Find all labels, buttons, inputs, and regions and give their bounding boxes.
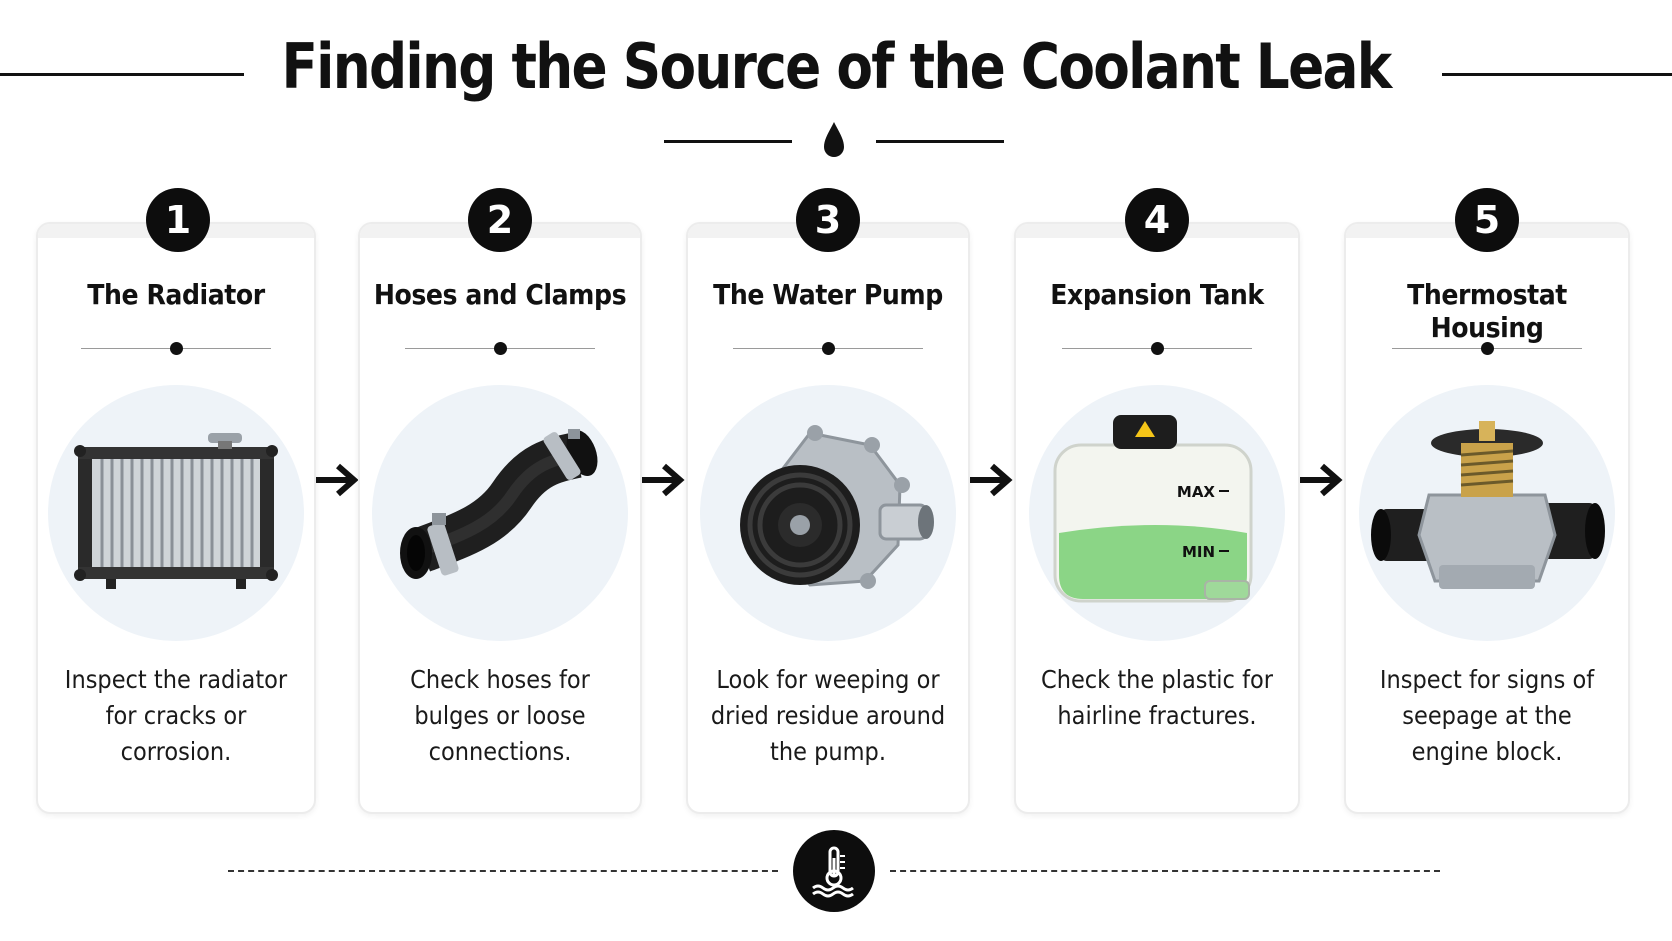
title-rule-left (0, 73, 244, 76)
expansion-tank-illustration: MAX MIN (1053, 415, 1253, 603)
title-rule-right (1442, 73, 1672, 76)
water-drop-icon (824, 122, 844, 157)
step-content-2: Hoses and Clamps Check hoses for bulges … (358, 0, 642, 941)
step-title-4: Expansion Tank (1050, 278, 1264, 311)
hose-clamp-illustration (400, 429, 598, 579)
arrow-right-icon (970, 463, 1013, 497)
tank-min-label: MIN (1182, 543, 1215, 561)
step-content-1: The Radiator Inspect the radiator for cr… (36, 0, 316, 941)
step-divider-dot-2 (493, 342, 507, 355)
step-content-5: Thermostat Housing Inspect for signs of … (1344, 0, 1630, 941)
step-divider-dot-5 (1480, 342, 1494, 355)
step-number-badge-3: 3 (796, 188, 860, 252)
step-divider-dot-4 (1150, 342, 1164, 355)
step-divider-dot-1 (169, 342, 183, 355)
step-description-4: Check the plastic for hairline fractures… (1040, 665, 1274, 730)
coolant-temperature-badge (793, 830, 875, 912)
step-title-3: The Water Pump (713, 278, 943, 311)
step-title-1: The Radiator (87, 278, 265, 311)
step-content-3: The Water Pump Look for weeping or dried… (686, 0, 970, 941)
step-number-badge-5: 5 (1455, 188, 1519, 252)
arrow-right-icon (316, 463, 359, 497)
subtitle-rule-right (876, 140, 1004, 143)
subtitle-rule-left (664, 140, 792, 143)
footer-dashed-line-right (890, 870, 1440, 872)
page-title: Finding the Source of the Coolant Leak (281, 30, 1392, 103)
step-description-5: Inspect for signs of seepage at the engi… (1379, 665, 1595, 766)
step-title-2: Hoses and Clamps (373, 278, 627, 311)
footer-dashed-line-left (228, 870, 778, 872)
water-pump-illustration (740, 425, 934, 589)
step-content-4: Expansion Tank MAX MIN Check the plastic… (1014, 0, 1300, 941)
tank-max-label: MAX (1177, 483, 1216, 501)
arrow-right-icon (642, 463, 685, 497)
arrow-right-icon (1300, 463, 1343, 497)
coolant-temperature-icon (812, 846, 854, 898)
step-description-3: Look for weeping or dried residue around… (710, 665, 946, 766)
step-divider-dot-3 (821, 342, 835, 355)
step-description-2: Check hoses for bulges or loose connecti… (410, 665, 590, 766)
step-title-5: Thermostat Housing (1407, 278, 1567, 344)
step-number-badge-2: 2 (468, 188, 532, 252)
thermostat-housing-illustration (1371, 421, 1605, 589)
step-number-badge-4: 4 (1125, 188, 1189, 252)
radiator-illustration (74, 433, 278, 589)
step-description-1: Inspect the radiator for cracks or corro… (64, 665, 288, 766)
step-number-badge-1: 1 (146, 188, 210, 252)
